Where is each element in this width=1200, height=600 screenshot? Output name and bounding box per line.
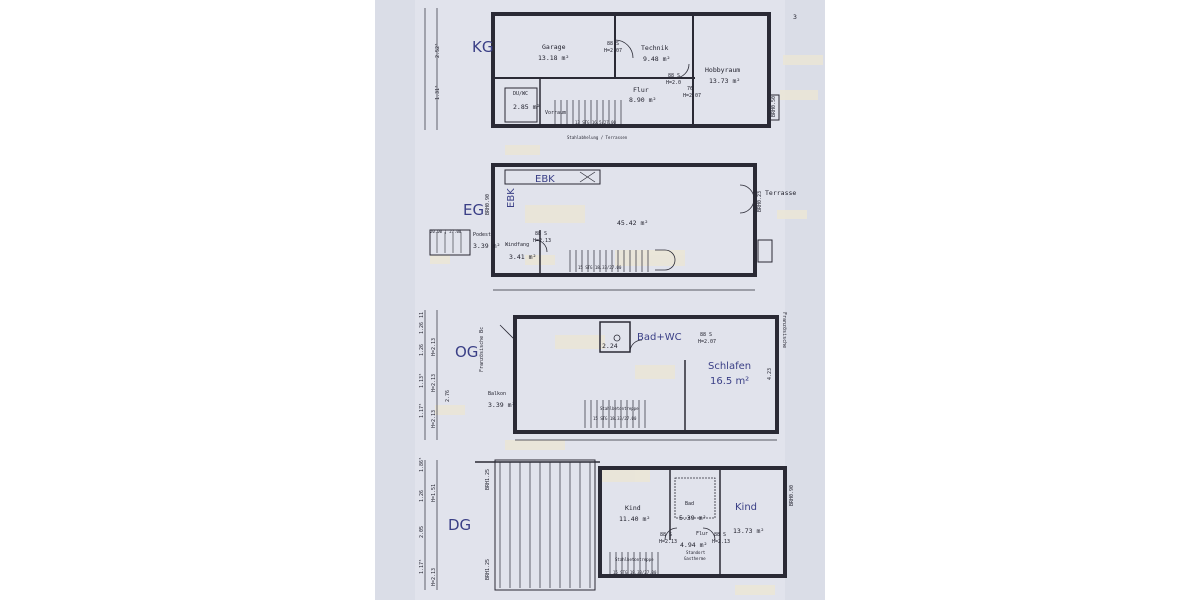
- eg-ebk-side: EBK: [506, 188, 517, 208]
- eg-walls: [429, 163, 773, 291]
- dg-margin-dim-4: 2.05: [419, 525, 425, 538]
- dg-margin-dim-6: H=2.13: [431, 567, 437, 586]
- og-margin-dim-7: 2.76: [445, 389, 451, 402]
- dg-margin-dim-3: H=1.51: [431, 483, 437, 502]
- door-label-kg-1: 88 S: [607, 41, 620, 47]
- dg-bad-area: 5.39 m²: [679, 514, 707, 522]
- eg-left-dim: 20.00 | 27.00: [430, 229, 462, 234]
- floor-plan-drawing: [375, 0, 825, 600]
- floor-label-kg: KG: [472, 38, 494, 56]
- og-stair-name: Stahlbetontreppe: [600, 406, 639, 411]
- room-name-hobbyraum: Hobbyraum: [705, 66, 741, 74]
- room-name-technik: Technik: [641, 44, 669, 52]
- og-margin-dim-5: 1.13⁵: [419, 372, 425, 388]
- dg-kind-left-area: 11.40 m²: [619, 515, 651, 523]
- dg-kind-right-name: Kind: [735, 502, 758, 513]
- floor-plan-sheet: 3 KG Garage 13.18 m² 88 S H=2.07 Technik…: [375, 0, 825, 600]
- og-schlafen-area: 16.5 m²: [710, 376, 750, 387]
- door-label-kg-2: 88 S: [668, 73, 681, 79]
- door-label-kg-3: 76: [687, 86, 694, 92]
- dg-margin-dim-2: 1.26: [419, 489, 425, 502]
- stair-eg: 15 STG 18.33/27.00: [578, 265, 622, 270]
- room-area-garage: 13.18 m²: [538, 54, 570, 62]
- og-margin-dim-9: H=2.13: [431, 409, 437, 428]
- door-height-kg-3: H=2.07: [683, 93, 702, 99]
- og-margin-dim-2: 1.26: [419, 343, 425, 356]
- floor-label-dg: DG: [448, 516, 472, 534]
- tape-strips: [430, 55, 823, 595]
- eg-windfang-name: Windfang: [505, 242, 530, 248]
- eg-brh-right: BRH0.23: [757, 190, 763, 212]
- room-area-du-wc: 2.85 m²: [513, 103, 541, 111]
- room-area-technik: 9.48 m²: [643, 55, 671, 63]
- og-balkon-name: Balkon: [488, 391, 507, 397]
- dg-kind-right-area: 13.73 m²: [733, 527, 765, 535]
- room-name-flur-kg: Flur: [633, 86, 649, 94]
- og-franz-left: Französische Bc: [479, 326, 485, 372]
- eg-windfang-area: 3.41 m²: [509, 253, 537, 261]
- eg-brh-left: BRH0.90: [485, 193, 491, 215]
- room-area-flur-kg: 8.90 m²: [629, 96, 657, 104]
- og-margin-dim-4: 1.26: [419, 321, 425, 334]
- eg-main-area: 45.42 m²: [617, 219, 649, 227]
- og-door-height: H=2.07: [698, 339, 717, 345]
- dg-stair-name: Stahlbetontreppe: [615, 557, 654, 562]
- dg-margin-dim-1: 1.86⁵: [419, 456, 425, 472]
- og-margin-dim-8: 1.17⁵: [419, 402, 425, 418]
- room-name-vorraum: Vorraum: [545, 110, 567, 116]
- og-margin-dim-1: 11: [419, 311, 425, 318]
- kg-bottom-label: Stahlabhelung / Terrassen: [567, 135, 628, 140]
- floor-label-eg: EG: [463, 201, 485, 219]
- door-height-kg-1: H=2.07: [604, 48, 623, 54]
- og-door-label: 88 S: [700, 332, 713, 338]
- dg-brh-a: BRH1.25: [485, 468, 491, 490]
- og-margin-dim-6: H=2.13: [431, 373, 437, 392]
- dg-standort: Standort: [686, 550, 706, 555]
- room-name-du-wc: DU/WC: [513, 91, 529, 97]
- dg-flur-name: Flur: [696, 531, 709, 537]
- floor-label-og: OG: [455, 343, 479, 361]
- og-bad-wc: Bad+WC: [637, 332, 682, 343]
- kg-side-label: BRH0.50: [771, 95, 777, 117]
- dg-margin-dim-5: 1.17⁵: [419, 558, 425, 574]
- og-margin-dim-3: H=2.13: [431, 337, 437, 356]
- og-small-area: 2.24: [602, 342, 618, 350]
- dg-door-left-label: 88 S: [660, 532, 673, 538]
- dg-door-right-label: 88 S: [714, 532, 727, 538]
- room-name-garage: Garage: [542, 43, 566, 51]
- stair-dg: 15 STG 18.33/27.00: [613, 570, 657, 575]
- dg-walls: [424, 459, 787, 591]
- dg-kind-left-name: Kind: [625, 504, 641, 512]
- og-franz-right: Französische: [781, 312, 787, 349]
- stair-kg: 13 STG 16.5/27.00: [575, 120, 616, 125]
- dg-door-right-height: H=2.13: [712, 539, 731, 545]
- stair-og: 15 STG 18.33/27.00: [593, 416, 637, 421]
- eg-podest-area: 3.39 m²: [473, 242, 501, 250]
- eg-door-height: H=2.13: [533, 238, 552, 244]
- dg-gastherme: Gastherme: [684, 556, 706, 561]
- kg-dim-1: 2.52⁵: [435, 42, 441, 58]
- dg-brh-b: BRH1.25: [485, 558, 491, 580]
- eg-terrasse: Terrasse: [765, 189, 797, 197]
- page-number: 3: [793, 13, 797, 21]
- eg-door-label: 88 S: [535, 231, 548, 237]
- dg-door-left-height: H=2.13: [659, 539, 678, 545]
- kg-dim-2: 1.31⁵: [435, 84, 441, 100]
- og-walls: [424, 310, 779, 441]
- dg-flur-area: 4.94 m²: [680, 541, 708, 549]
- door-height-kg-2: H=2.0: [666, 80, 682, 86]
- dg-bad-name: Bad: [685, 501, 695, 507]
- og-dim-right: 4.23: [767, 367, 773, 380]
- eg-podest-name: Podest: [473, 232, 492, 238]
- eg-ebk-top: EBK: [535, 174, 555, 185]
- og-balkon-area: 3.39 m²: [488, 401, 516, 409]
- kg-walls: [424, 8, 780, 130]
- room-area-hobbyraum: 13.73 m²: [709, 77, 741, 85]
- og-schlafen: Schlafen: [708, 361, 752, 372]
- dg-brh-c: BRH0.90: [789, 484, 795, 506]
